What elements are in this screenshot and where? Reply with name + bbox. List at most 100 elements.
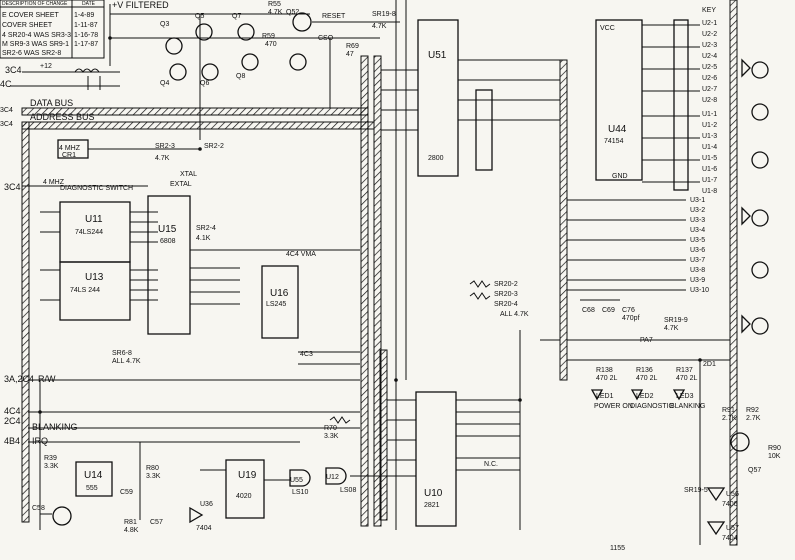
r80-value: 3.3K [146,473,161,480]
q3-label: Q3 [160,21,169,28]
sr6-8-label: SR6-8 [112,350,132,357]
revision-row-2-date: 1-11-87 [74,22,98,29]
sr2-3-value: 4.7K [155,155,170,162]
q52-label: Q52 [286,9,299,16]
c76-value: 470pf [622,315,640,322]
c69-label: C69 [602,307,615,314]
u44-ref: U44 [608,124,627,135]
crystal-ref: CR1 [62,152,76,159]
revision-row-4-desc: M SR9-3 WAS SR9-1 [2,41,69,48]
chip-u44: U44 74154 VCC GND [595,19,689,191]
led3-ref: LED3 [676,393,694,400]
bus-right-vertical [559,59,568,381]
q8-label: Q8 [236,73,245,80]
u14-part: 555 [86,485,98,492]
sr2-4-value: 4.1K [196,235,211,242]
u10-ref: U10 [424,488,443,499]
u51-part: 2800 [428,155,444,162]
transistor-q7: Q7 [232,13,255,41]
r39-label: R39 [44,455,57,462]
chip-u13: U13 74LS 244 [59,261,131,321]
revision-row-5-desc: SR2-6 WAS SR2-8 [2,50,61,57]
key-bot-1: U3-1 [690,197,705,204]
bus-far-right [729,0,738,546]
u56-ref: U56 [726,491,739,498]
revision-row-1-desc: E COVER SHEET [2,12,60,19]
revision-row-3-desc: 4 SR20-4 WAS SR3-3 [2,32,71,39]
key-bot-9: U3-9 [690,277,705,284]
r80-label: R80 [146,465,159,472]
u10-part: 2821 [424,502,440,509]
led2-label: DIAGNOSTIC [630,403,674,410]
resistor-array-u51 [475,89,493,171]
key-top-4: U2-4 [702,53,717,60]
node-3c4: 3C4 [4,182,21,192]
address-bus-node: 3C4 [0,121,13,128]
u13-part: 74LS 244 [70,287,100,294]
transistor-q57: Q57 [730,432,761,474]
sr19-5-label: SR19-5 [684,487,708,494]
chip-u10: U10 2821 N.C. [387,391,520,527]
chip-u11: U11 74LS244 [59,201,131,263]
crystal-cr1: 4 MHZ CR1 XTAL EXTAL SR2-3 4.7K SR2-2 [57,139,224,188]
sr20-value: ALL 4.7K [500,311,529,318]
led-diagnostic: R136 470 2L LED2 DIAGNOSTIC [630,367,674,410]
rw-label: R/W [38,374,56,384]
node-4c4: 4C4 [4,406,21,416]
r70-label: R70 [324,425,337,432]
node-4c-power: 4C [0,79,12,89]
key-bot-7: U3-7 [690,257,705,264]
led2-resistor: R136 [636,367,653,374]
left-signals: 4 MHZ DIAGNOSTIC SWITCH 3C4 3A,2C4 R/W 4… [4,179,360,446]
u13-ref: U13 [85,272,104,283]
revision-block: DESCRIPTION OF CHANGE DATE E COVER SHEET… [0,0,105,59]
key-mid-8: U1-8 [702,188,717,195]
key-mid-7: U1-7 [702,177,717,184]
r91-label: R91 [722,407,735,414]
key-mid-3: U1-3 [702,133,717,140]
revision-row-2-desc: COVER SHEET [2,22,53,29]
sr20-4: SR20-4 [494,301,518,308]
transistor-q52: Q52 [286,9,312,32]
q57-label: Q57 [748,467,761,474]
u12-part: LS08 [340,487,356,494]
address-bus: ADDRESS BUS 3C4 [0,0,738,546]
u15-ref: U15 [158,224,177,235]
c68-label: C68 [582,307,595,314]
data-bus-node: 3C4 [0,107,13,114]
key-mid-1: U1-1 [702,111,717,118]
u36-ref: U36 [200,501,213,508]
r69-label: R69 [346,43,359,50]
led1-label: POWER ON [594,403,633,410]
node-rw-ref: 3A,2C4 [4,374,34,384]
wiring [38,0,730,545]
chip-u14-timer: U14 555 [75,461,113,497]
key-bot-3: U3-3 [690,217,705,224]
revision-rows: E COVER SHEET 1-4-89 COVER SHEET 1-11-87… [2,12,98,57]
chip-u55-gate: U55 LS10 [289,469,311,496]
vfiltered-label: +V FILTERED [112,0,169,10]
led-power-on: R138 470 2L LED1 POWER ON [590,367,633,410]
led3-label: BLANKING [670,403,705,410]
bus-lower-drop [379,349,388,521]
u19-ref: U19 [238,470,257,481]
led2-resistor-value: 470 2L [636,375,658,382]
u57-part: 7404 [722,535,738,542]
c57-label: C57 [150,519,163,526]
revision-title: DESCRIPTION OF CHANGE [2,1,68,7]
data-bus-vertical [360,55,369,527]
key-bot-6: U3-6 [690,247,705,254]
address-bus-bar [21,121,375,130]
u16-ref: U16 [270,288,289,299]
r91-value: 2.7K [722,415,737,422]
key-header: KEY [702,7,716,14]
u19-part: 4020 [236,493,252,500]
sheet-number: 1155 [610,545,625,552]
key-top-8: U2-8 [702,97,717,104]
node-2c4: 2C4 [4,416,21,426]
data-bus-label: DATA BUS [30,98,73,108]
node-4b4: 4B4 [4,436,20,446]
key-bot-4: U3-4 [690,227,705,234]
